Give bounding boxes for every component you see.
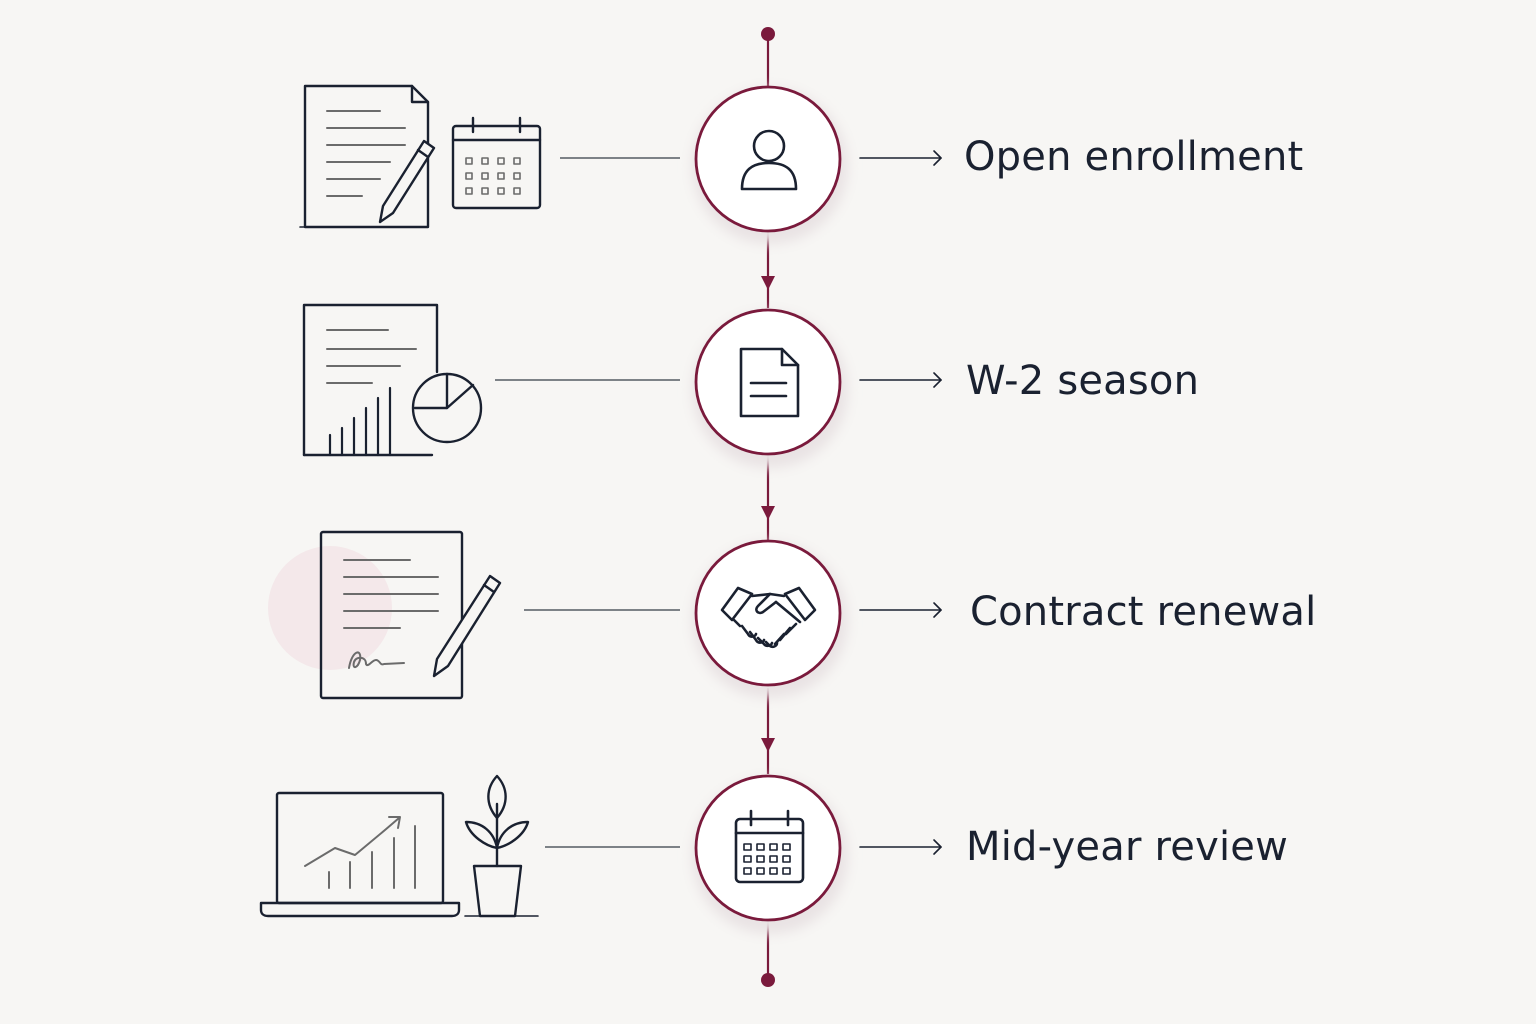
stage-label-open-enrollment: Open enrollment xyxy=(964,134,1304,180)
laptop-growth-chart-icon xyxy=(259,791,461,918)
handshake-icon xyxy=(720,586,817,649)
form-and-calendar-icon xyxy=(299,84,542,229)
connector-arrowhead xyxy=(761,276,775,290)
report-with-charts-icon xyxy=(302,303,483,457)
right-arrows xyxy=(859,150,942,855)
calendar-icon xyxy=(734,809,805,884)
timeline-spine xyxy=(761,27,775,987)
spine-end-dot xyxy=(761,973,775,987)
node-mid-year-review xyxy=(694,774,842,922)
stage-label-mid-year-review: Mid-year review xyxy=(966,824,1288,870)
calendar-grid xyxy=(743,843,791,875)
plant-icon xyxy=(464,774,539,918)
document-icon xyxy=(739,347,800,418)
node-contract-renewal xyxy=(694,539,842,687)
stage-label-w2-season: W-2 season xyxy=(966,358,1200,404)
connector-arrowhead xyxy=(761,738,775,752)
signed-contract-icon xyxy=(319,530,502,700)
spine-start-dot xyxy=(761,27,775,41)
node-open-enrollment xyxy=(694,85,842,233)
person-icon xyxy=(740,129,798,191)
connector-arrowhead xyxy=(761,506,775,520)
decorative-glow xyxy=(268,546,392,670)
left-connectors xyxy=(495,157,680,848)
stage-label-contract-renewal: Contract renewal xyxy=(970,589,1317,635)
